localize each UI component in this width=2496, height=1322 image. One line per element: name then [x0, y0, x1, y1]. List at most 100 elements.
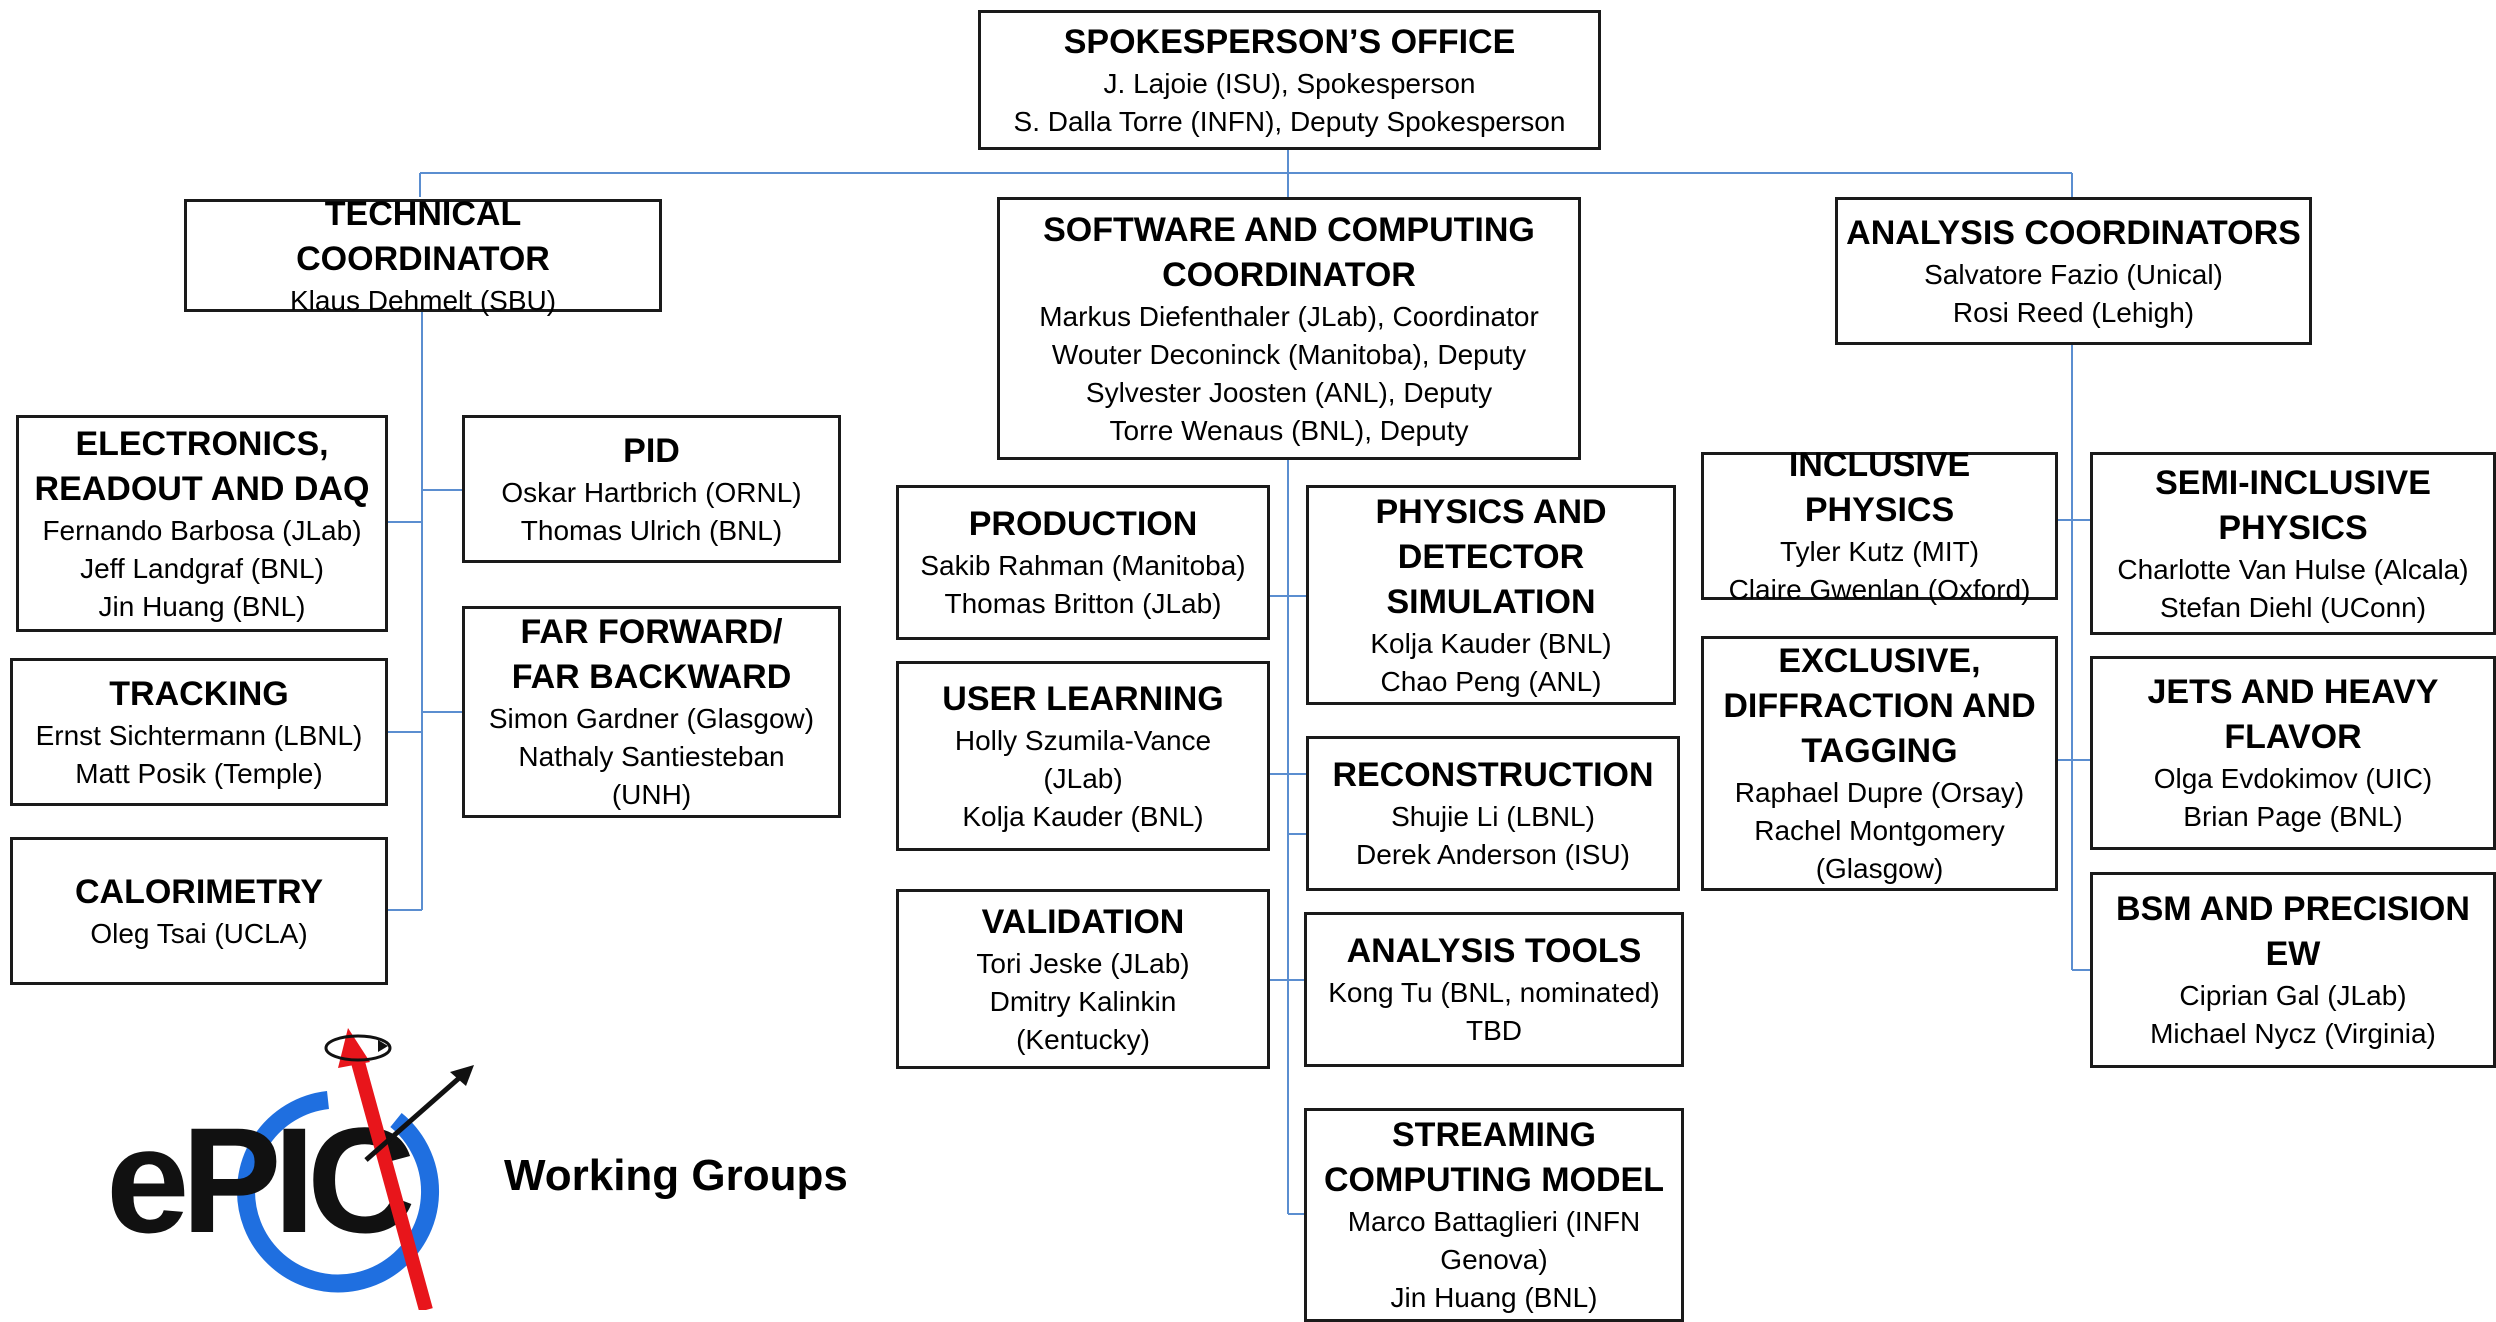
reconstruction-member: Derek Anderson (ISU): [1356, 839, 1630, 870]
physics-sim-member: Chao Peng (ANL): [1380, 665, 1602, 697]
jets-title-line-1: JETS AND HEAVY: [2147, 673, 2439, 711]
physics-sim-member: Kolja Kauder (BNL): [1370, 627, 1612, 659]
user-learning-box: USER LEARNING Holly Szumila-Vance (JLab)…: [896, 661, 1270, 851]
epic-logo: ePIC: [106, 1028, 474, 1310]
streaming-member: Marco Battaglieri (INFN: [1347, 1206, 1641, 1237]
analysis-coordinator-name: Rosi Reed (Lehigh): [1952, 296, 2195, 328]
physics-sim-title-line-1: PHYSICS AND: [1375, 492, 1607, 531]
production-box: PRODUCTION Sakib Rahman (Manitoba) Thoma…: [896, 485, 1270, 640]
physics-sim-title-line-3: SIMULATION: [1386, 582, 1596, 621]
production-title: PRODUCTION: [968, 505, 1198, 543]
streaming-member: Jin Huang (BNL): [1390, 1282, 1598, 1313]
technical-coordinator-name: Klaus Dehmelt (SBU): [289, 284, 557, 316]
electronics-member: Fernando Barbosa (JLab): [42, 514, 362, 546]
jets-member: Olga Evdokimov (UIC): [2153, 763, 2433, 794]
production-member: Sakib Rahman (Manitoba): [920, 550, 1246, 581]
pid-box: PID Oskar Hartbrich (ORNL) Thomas Ulrich…: [462, 415, 841, 563]
blue-ring-icon: [237, 1091, 439, 1293]
electronics-title-line-2: READOUT AND DAQ: [34, 469, 370, 508]
tracking-member: Matt Posik (Temple): [75, 757, 323, 789]
jets-heavy-flavor-box: JETS AND HEAVY FLAVOR Olga Evdokimov (UI…: [2090, 656, 2496, 850]
inclusive-member: Tyler Kutz (MIT): [1779, 536, 1980, 567]
jets-member: Brian Page (BNL): [2183, 801, 2403, 832]
semi-inclusive-physics-box: SEMI-INCLUSIVE PHYSICS Charlotte Van Hul…: [2090, 452, 2496, 635]
analysis-tools-member: Kong Tu (BNL, nominated): [1328, 977, 1660, 1008]
exclusive-title-line-2: DIFFRACTION AND: [1723, 687, 2036, 725]
software-member: Sylvester Joosten (ANL), Deputy: [1085, 376, 1493, 408]
exclusive-title-line-3: TAGGING: [1801, 732, 1958, 770]
red-arrowhead-icon: [338, 1028, 370, 1068]
validation-member: (Kentucky): [1016, 1023, 1150, 1055]
jets-title-line-2: FLAVOR: [2224, 718, 2362, 756]
inclusive-member: Claire Gwenlan (Oxford): [1728, 574, 2031, 605]
far-forward-title-line-2: FAR BACKWARD: [511, 658, 792, 696]
validation-member: Dmitry Kalinkin: [989, 985, 1177, 1017]
semi-inclusive-member: Stefan Diehl (UConn): [2159, 591, 2427, 623]
physics-sim-title-line-2: DETECTOR: [1397, 537, 1585, 576]
software-title-line-2: COORDINATOR: [1162, 255, 1416, 294]
spokesperson-office-box: SPOKESPERSON’S OFFICE J. Lajoie (ISU), S…: [978, 10, 1601, 150]
analysis-coordinators-box: ANALYSIS COORDINATORS Salvatore Fazio (U…: [1835, 197, 2312, 345]
tracking-box: TRACKING Ernst Sichtermann (LBNL) Matt P…: [10, 658, 388, 806]
exclusive-member: Rachel Montgomery: [1754, 815, 2005, 846]
pid-member: Thomas Ulrich (BNL): [520, 514, 783, 546]
far-forward-member: Simon Gardner (Glasgow): [488, 703, 815, 734]
electronics-member: Jeff Landgraf (BNL): [80, 552, 324, 584]
exclusive-title-line-1: EXCLUSIVE,: [1778, 642, 1981, 680]
exclusive-member: Raphael Dupre (Orsay): [1734, 777, 2025, 808]
inclusive-physics-box: INCLUSIVE PHYSICS Tyler Kutz (MIT) Clair…: [1701, 446, 2058, 605]
software-computing-box: SOFTWARE AND COMPUTING COORDINATOR Marku…: [997, 197, 1581, 460]
user-learning-member: Kolja Kauder (BNL): [962, 800, 1204, 832]
reconstruction-box: RECONSTRUCTION Shujie Li (LBNL) Derek An…: [1306, 736, 1680, 891]
working-groups-caption: Working Groups: [504, 1151, 848, 1200]
software-title-line-1: SOFTWARE AND COMPUTING: [1043, 210, 1535, 249]
bsm-title-line-2: EW: [2265, 935, 2321, 973]
software-member: Torre Wenaus (BNL), Deputy: [1109, 414, 1469, 446]
validation-box: VALIDATION Tori Jeske (JLab) Dmitry Kali…: [896, 889, 1270, 1069]
deputy-spokesperson-line: S. Dalla Torre (INFN), Deputy Spokespers…: [1013, 105, 1566, 137]
spin-ellipse-icon: [324, 1034, 392, 1062]
software-member: Wouter Deconinck (Manitoba), Deputy: [1051, 338, 1527, 370]
electronics-daq-box: ELECTRONICS, READOUT AND DAQ Fernando Ba…: [16, 415, 388, 632]
technical-coordinator-box: TECHNICAL COORDINATOR Klaus Dehmelt (SBU…: [184, 195, 662, 316]
electronics-member: Jin Huang (BNL): [98, 590, 306, 622]
spokesperson-title: SPOKESPERSON’S OFFICE: [1063, 22, 1516, 61]
tracking-title: TRACKING: [109, 674, 289, 713]
red-arrow-icon: [349, 1053, 433, 1310]
analysis-coordinators-title: ANALYSIS COORDINATORS: [1846, 213, 2301, 252]
semi-inclusive-title-line-2: PHYSICS: [2218, 508, 2368, 547]
inclusive-title: INCLUSIVE PHYSICS: [1788, 446, 1971, 529]
streaming-title-line-2: COMPUTING MODEL: [1324, 1161, 1664, 1199]
streaming-member: Genova): [1440, 1244, 1548, 1275]
streaming-computing-box: STREAMING COMPUTING MODEL Marco Battagli…: [1304, 1108, 1684, 1322]
analysis-tools-member: TBD: [1466, 1015, 1522, 1046]
tracking-member: Ernst Sichtermann (LBNL): [35, 719, 363, 751]
technical-coordinator-title: TECHNICAL COORDINATOR: [296, 194, 550, 278]
pid-member: Oskar Hartbrich (ORNL): [501, 476, 802, 508]
user-learning-title: USER LEARNING: [942, 679, 1224, 718]
pid-title: PID: [623, 431, 680, 470]
far-forward-member: Nathaly Santiesteban: [518, 741, 785, 772]
software-member: Markus Diefenthaler (JLab), Coordinator: [1039, 300, 1539, 332]
analysis-tools-title: ANALYSIS TOOLS: [1346, 932, 1642, 970]
electronics-title-line-1: ELECTRONICS,: [75, 424, 329, 463]
calorimetry-box: CALORIMETRY Oleg Tsai (UCLA): [10, 837, 388, 985]
black-arrow-icon: [364, 1070, 468, 1162]
exclusive-diffraction-tagging-box: EXCLUSIVE, DIFFRACTION AND TAGGING Rapha…: [1701, 636, 2058, 891]
validation-member: Tori Jeske (JLab): [976, 947, 1190, 979]
bsm-precision-ew-box: BSM AND PRECISION EW Ciprian Gal (JLab) …: [2090, 872, 2496, 1068]
reconstruction-member: Shujie Li (LBNL): [1391, 801, 1595, 832]
reconstruction-title: RECONSTRUCTION: [1332, 756, 1654, 794]
validation-title: VALIDATION: [981, 902, 1185, 941]
bsm-title-line-1: BSM AND PRECISION: [2116, 890, 2470, 928]
production-member: Thomas Britton (JLab): [944, 588, 1222, 619]
bsm-member: Ciprian Gal (JLab): [2179, 980, 2407, 1011]
far-forward-member: (UNH): [611, 779, 692, 810]
user-learning-member: Holly Szumila-Vance: [954, 724, 1212, 756]
calorimetry-title: CALORIMETRY: [74, 872, 324, 911]
streaming-title-line-1: STREAMING: [1392, 1116, 1596, 1154]
semi-inclusive-member: Charlotte Van Hulse (Alcala): [2117, 553, 2469, 585]
semi-inclusive-title-line-1: SEMI-INCLUSIVE: [2155, 463, 2431, 502]
epic-wordmark: ePIC: [106, 1096, 412, 1264]
